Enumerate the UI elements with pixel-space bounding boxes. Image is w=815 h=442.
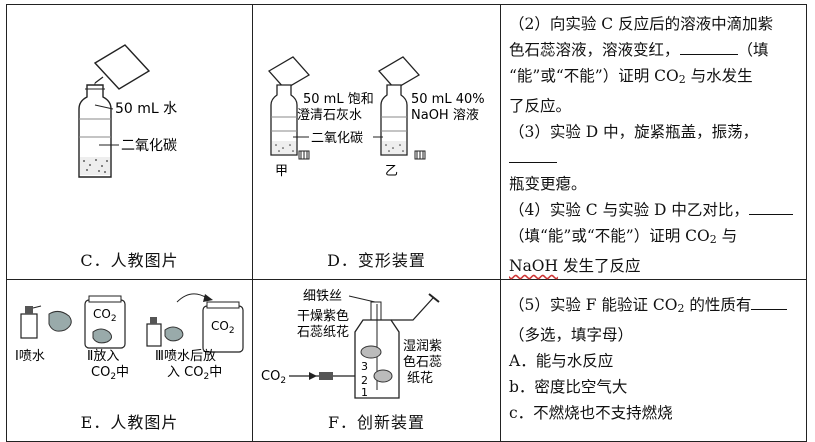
q2-line3-tail: 与水发生 [685, 67, 753, 85]
q2-line2-tail: （填 [737, 41, 769, 59]
q3-line1: （3）实验 D 中，旋紧瓶盖，振荡， [509, 119, 798, 171]
q3-line2: 瓶变更瘪。 [509, 175, 587, 193]
wet-flower-label-3: 纸花 [407, 370, 433, 386]
q5-line1-text: （5）实验 F 能验证 CO [509, 296, 678, 314]
q4-line2: （填“能”或“不能”）证明 CO2 与 [509, 223, 798, 253]
lime-water-label-2: 澄清石灰水 [297, 108, 362, 123]
figure-e-cell: Ⅰ喷水 CO2 Ⅱ放入 CO2中 CO2 Ⅲ喷水后放 入 CO2中 [6, 279, 253, 442]
q2-subscript: 2 [678, 73, 686, 86]
naoh-label-1: 50 mL 40% [411, 92, 485, 107]
figure-c-cell: 50 mL 水 二氧化碳 C．人教图片 [6, 4, 253, 280]
bottle-b-label: 乙 [385, 164, 398, 179]
figure-e-drawing: Ⅰ喷水 CO2 Ⅱ放入 CO2中 CO2 Ⅲ喷水后放 入 CO2中 [15, 293, 244, 382]
q5-option-c[interactable]: c．不燃烧也不支持燃烧 [509, 404, 673, 422]
figure-d-drawing: 甲 乙 50 mL 饱和 澄清石灰水 二氧化碳 50 mL 40% NaOH 溶… [267, 56, 485, 179]
q4-line1: （4）实验 C 与实验 D 中乙对比， [509, 197, 798, 223]
figure-c-drawing: 50 mL 水 二氧化碳 [78, 44, 177, 178]
q2-answer-blank[interactable] [679, 40, 738, 55]
question-5-cell: （5）实验 F 能验证 CO2 的性质有 （多选，填字母） A．能与水反应 b．… [500, 279, 807, 442]
q2-line1: （2）向实验 C 反应后的溶液中滴加紫 [509, 15, 774, 33]
jar2-co2: CO2 [93, 307, 117, 324]
figure-c-caption: C．人教图片 [80, 251, 179, 270]
naoh-label-2: NaOH 溶液 [411, 108, 479, 123]
figure-f-caption: F．创新装置 [327, 413, 426, 432]
q2-line2: 色石蕊溶液，溶液变红， （填 [509, 37, 798, 63]
figure-f-cell: 细铁丝 干燥紫色 石蕊纸花 3 2 1 CO2 [252, 279, 501, 442]
q4-subscript: 2 [709, 233, 717, 246]
q5-line1: （5）实验 F 能验证 CO2 的性质有 [509, 292, 798, 322]
figure-f-drawing: 细铁丝 干燥紫色 石蕊纸花 3 2 1 CO2 [261, 289, 442, 399]
water-label: 50 mL 水 [115, 101, 177, 117]
q4-answer-blank[interactable] [748, 200, 793, 215]
q4-line2-tail: 与 [716, 227, 738, 245]
position-2: 2 [361, 374, 368, 387]
lime-water-label-1: 50 mL 饱和 [303, 92, 374, 107]
position-1: 1 [361, 386, 368, 399]
figure-d-cell: 甲 乙 50 mL 饱和 澄清石灰水 二氧化碳 50 mL 40% NaOH 溶… [252, 4, 501, 280]
q3-line1-text: （3）实验 D 中，旋紧瓶盖，振荡， [509, 123, 759, 141]
co2-gas-label-d: 二氧化碳 [311, 131, 363, 146]
q2-line4: 了反应。 [509, 97, 572, 115]
bottle-a-label: 甲 [275, 164, 288, 179]
q4-line3: NaOH 发生了反应 [509, 253, 798, 279]
dry-flower-label-1: 干燥紫色 [297, 308, 349, 324]
q5-option-a[interactable]: A．能与水反应 [509, 352, 614, 370]
figure-e-caption: E．人教图片 [80, 413, 179, 432]
q5-answer-blank[interactable] [751, 295, 788, 310]
dry-flower-label-2: 石蕊纸花 [297, 324, 349, 340]
q2-line3: “能”或“不能”）证明 CO2 与水发生 [509, 63, 798, 93]
question-table: 50 mL 水 二氧化碳 C．人教图片 甲 [6, 4, 807, 442]
step3-label-1: Ⅲ喷水后放 [155, 349, 216, 364]
wet-flower-label-2: 色石蕊 [403, 354, 442, 370]
jar3-co2: CO2 [211, 319, 235, 336]
step2-label-1: Ⅱ放入 [87, 349, 119, 364]
q4-line3-tail: 发生了反应 [558, 257, 641, 275]
questions-2-4-cell: （2）向实验 C 反应后的溶液中滴加紫 色石蕊溶液，溶液变红， （填 “能”或“不… [500, 4, 807, 280]
wire-label: 细铁丝 [303, 289, 342, 304]
q2-line3-text: “能”或“不能”）证明 CO [509, 67, 679, 85]
q3-answer-blank[interactable] [509, 148, 557, 163]
q2-line2-text: 色石蕊溶液，溶液变红， [509, 41, 680, 59]
q4-line2-text: （填“能”或“不能”）证明 CO [509, 227, 710, 245]
q4-naoh: NaOH [509, 257, 559, 275]
q5-option-b[interactable]: b．密度比空气大 [509, 378, 628, 396]
q5-line1-tail: 的性质有 [684, 296, 752, 314]
wet-flower-label-1: 湿润紫 [403, 339, 442, 354]
co2-inlet-label: CO2 [261, 369, 286, 386]
step3-label-2: 入 CO2中 [167, 365, 222, 382]
figure-d-caption: D．变形装置 [327, 251, 426, 270]
step1-label: Ⅰ喷水 [15, 349, 45, 364]
q5-subscript: 2 [677, 302, 685, 315]
position-3: 3 [361, 360, 368, 373]
q5-line2: （多选，填字母） [509, 326, 634, 344]
question-sheet: 50 mL 水 二氧化碳 C．人教图片 甲 [6, 4, 807, 442]
q4-line1-text: （4）实验 C 与实验 D 中乙对比， [509, 201, 749, 219]
step2-label-2: CO2中 [91, 365, 129, 382]
co2-gas-label: 二氧化碳 [121, 138, 177, 154]
